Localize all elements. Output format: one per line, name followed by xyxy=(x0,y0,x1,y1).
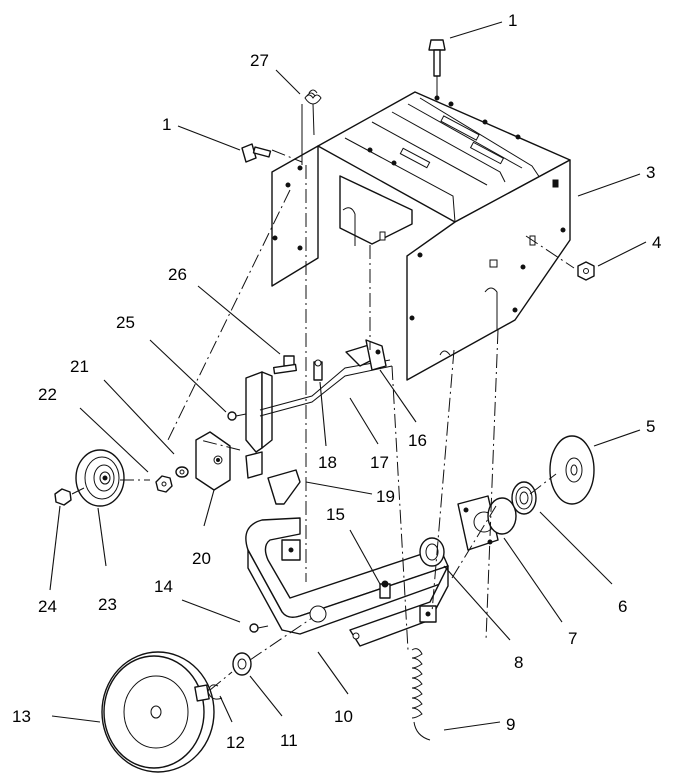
part-lower-chassis xyxy=(245,517,449,647)
callout-19: 19 xyxy=(376,487,395,506)
callout-11: 11 xyxy=(280,731,298,750)
callout-7: 7 xyxy=(568,629,577,648)
callout-15: 15 xyxy=(326,505,345,524)
callout-9: 9 xyxy=(506,715,515,734)
part-bolt-left xyxy=(241,143,272,163)
part-bearing xyxy=(511,481,537,515)
callout-8: 8 xyxy=(514,653,523,672)
callout-21: 21 xyxy=(70,357,89,376)
part-nut-right xyxy=(577,261,595,281)
part-nut-24 xyxy=(54,488,72,506)
callout-20: 20 xyxy=(192,549,211,568)
part-frame-housing xyxy=(271,91,571,381)
callout-5: 5 xyxy=(646,417,655,436)
callout-18: 18 xyxy=(318,453,337,472)
part-drive-wheel xyxy=(549,435,595,505)
callout-labels: 1 1 3 4 5 6 7 8 9 10 11 12 13 14 15 16 1… xyxy=(12,11,661,752)
part-nut-22 xyxy=(155,475,173,493)
part-screw-14 xyxy=(249,623,269,633)
part-bolt-top xyxy=(428,39,446,96)
callout-22: 22 xyxy=(38,385,57,404)
part-shift-linkage xyxy=(227,339,393,453)
callout-23: 23 xyxy=(98,595,117,614)
callout-27: 27 xyxy=(250,51,269,70)
assembly-center-lines xyxy=(71,149,575,691)
callout-26: 26 xyxy=(168,265,187,284)
callout-16: 16 xyxy=(408,431,427,450)
part-shift-lever xyxy=(245,451,301,505)
part-bushing xyxy=(419,537,445,567)
callout-3: 3 xyxy=(646,163,655,182)
callout-12: 12 xyxy=(226,733,245,752)
callout-6: 6 xyxy=(618,597,627,616)
callout-1-top: 1 xyxy=(508,11,517,30)
part-large-pulley xyxy=(101,651,215,773)
part-spring xyxy=(301,89,322,165)
callout-14: 14 xyxy=(154,577,173,596)
callout-13: 13 xyxy=(12,707,31,726)
part-washer-11 xyxy=(232,652,252,676)
callout-17: 17 xyxy=(370,453,389,472)
callout-1-left: 1 xyxy=(162,115,171,134)
callout-4: 4 xyxy=(652,233,661,252)
callout-10: 10 xyxy=(334,707,353,726)
part-idler-bracket xyxy=(195,431,231,491)
part-retaining-clip xyxy=(207,684,223,700)
part-washer-21 xyxy=(175,466,189,478)
part-idler-pulley xyxy=(75,449,125,507)
callout-leaders xyxy=(49,21,647,731)
part-extension-spring xyxy=(411,648,431,741)
callout-25: 25 xyxy=(116,313,135,332)
callout-24: 24 xyxy=(38,597,57,616)
